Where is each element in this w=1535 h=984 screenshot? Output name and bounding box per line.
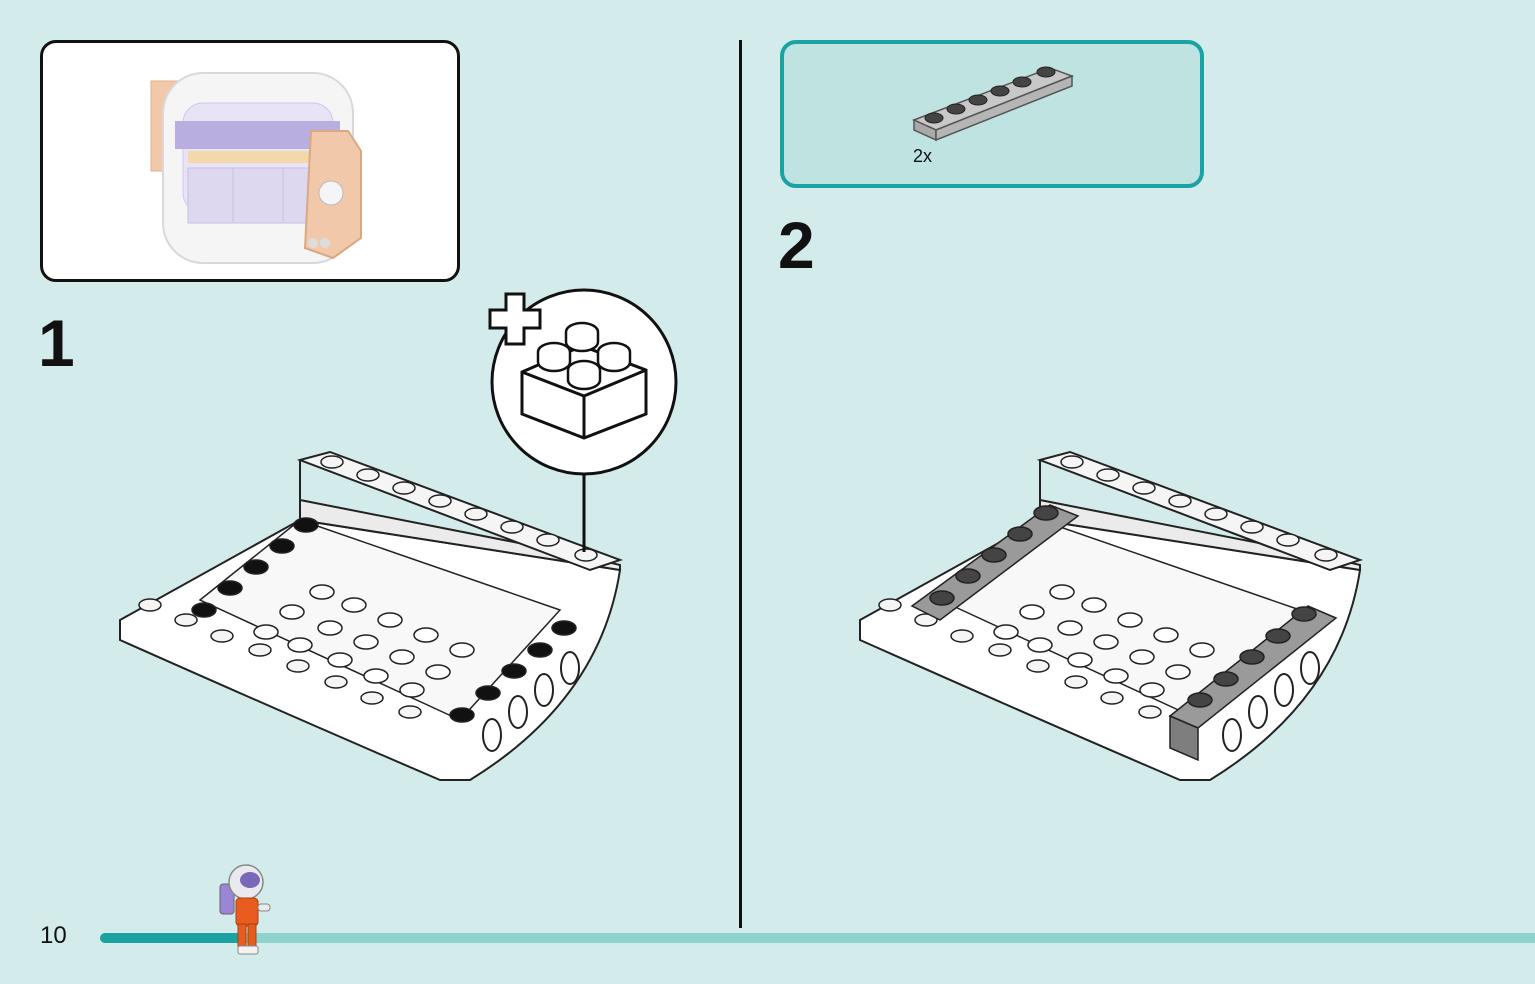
astronaut-progress-icon [219, 864, 271, 955]
page-number: 10 [40, 922, 67, 949]
page-divider [739, 40, 742, 928]
gray-plate-1x6-icon [912, 66, 1075, 142]
add-brick-icon [488, 288, 678, 476]
finished-model-preview [40, 40, 460, 282]
progress-bar-fill [100, 933, 244, 943]
step-number-1: 1 [38, 306, 75, 380]
step-number-2: 2 [778, 208, 815, 282]
step-2-assembly-illustration [859, 450, 1364, 781]
step-1-assembly-illustration [119, 450, 624, 781]
progress-bar-track [100, 933, 1535, 943]
parts-needed-box [780, 40, 1204, 188]
capsule-model-illustration [150, 72, 362, 264]
part-quantity: 2x [913, 146, 933, 166]
